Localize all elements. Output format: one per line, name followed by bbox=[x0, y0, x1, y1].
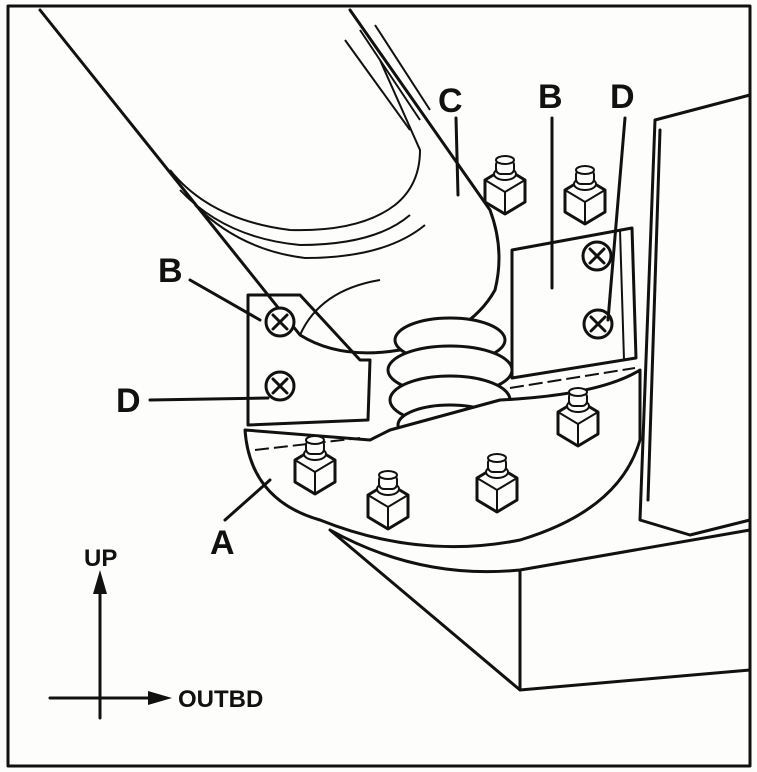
outbd-arrow-icon bbox=[148, 691, 172, 705]
screw-right-upper bbox=[581, 240, 613, 272]
leader-d-right bbox=[606, 116, 627, 322]
flange-a bbox=[243, 367, 642, 549]
screw-left-lower bbox=[264, 370, 296, 402]
label-c: C bbox=[438, 82, 463, 120]
bracket-right bbox=[510, 226, 638, 380]
label-d-right: D bbox=[610, 78, 635, 116]
axis-outbd-label: OUTBD bbox=[178, 686, 263, 713]
figure-border bbox=[6, 4, 752, 768]
bracket-left bbox=[246, 293, 372, 427]
leader-a bbox=[223, 478, 272, 522]
nut-5 bbox=[483, 154, 527, 216]
leader-d-left bbox=[148, 396, 270, 402]
label-b-right: B bbox=[538, 78, 563, 116]
base-plate bbox=[328, 528, 752, 692]
up-arrow-icon bbox=[93, 570, 107, 594]
label-d-left: D bbox=[116, 382, 141, 420]
leader-b-left bbox=[188, 278, 262, 322]
label-b-left: B bbox=[158, 252, 183, 290]
nut-6 bbox=[563, 164, 607, 226]
axis-up-label: UP bbox=[84, 545, 117, 572]
leader-c bbox=[454, 116, 460, 197]
pipe bbox=[38, 8, 501, 355]
orientation-axes: UP OUTBD bbox=[48, 545, 263, 720]
screw-left-upper bbox=[264, 306, 296, 338]
background-panel bbox=[638, 93, 752, 537]
label-a: A bbox=[210, 524, 235, 562]
